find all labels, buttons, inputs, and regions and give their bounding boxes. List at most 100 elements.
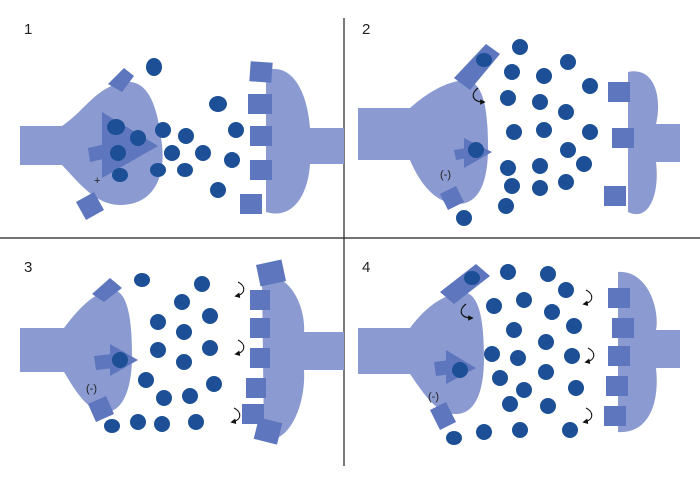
- molecule: [209, 96, 227, 112]
- postsynaptic-receptor: [608, 346, 630, 366]
- curved-arrow-icon: [582, 289, 593, 306]
- presynaptic-terminal: [358, 80, 488, 204]
- molecule: [110, 145, 126, 161]
- molecule: [512, 39, 528, 55]
- curved-arrow-icon: [234, 339, 245, 356]
- neurotransmitter-molecules: [446, 264, 584, 445]
- postsynaptic-receptor: [242, 404, 264, 424]
- molecule: [177, 163, 193, 177]
- postsynaptic-terminal: [618, 271, 680, 433]
- postsynaptic-receptor: [608, 288, 630, 308]
- postsynaptic-receptor: [606, 376, 628, 396]
- autoreceptor: [430, 402, 456, 430]
- molecule: [134, 273, 150, 287]
- molecule: [568, 380, 584, 396]
- presynaptic-terminal: [358, 292, 484, 414]
- neurotransmitter-molecules: [456, 39, 598, 226]
- molecule: [498, 198, 514, 214]
- molecule: [476, 424, 492, 440]
- postsynaptic-receptor: [250, 160, 272, 180]
- molecule: [516, 382, 532, 398]
- panel-number: 1: [24, 21, 32, 38]
- molecule: [484, 346, 500, 362]
- autoreceptor: [76, 192, 104, 220]
- postsynaptic-receptor: [250, 126, 272, 146]
- autoreceptor: [454, 44, 500, 90]
- postsynaptic-receptor: [250, 290, 270, 310]
- molecule: [155, 122, 171, 138]
- molecule: [188, 414, 204, 430]
- molecule: [150, 163, 166, 177]
- molecule: [130, 414, 146, 430]
- sign-label: +: [94, 175, 100, 187]
- molecule: [558, 174, 574, 190]
- molecule: [500, 160, 516, 176]
- molecule: [468, 142, 484, 158]
- molecule: [164, 145, 180, 161]
- molecule: [150, 314, 166, 330]
- molecule: [532, 180, 548, 196]
- molecule: [504, 64, 520, 80]
- molecule: [130, 130, 146, 146]
- curved-arrow-icon: [460, 303, 474, 321]
- sign-label: (-): [86, 383, 97, 395]
- molecule: [154, 416, 170, 432]
- postsynaptic-receptor: [255, 259, 287, 287]
- molecule: [176, 354, 192, 370]
- postsynaptic-receptor: [608, 82, 630, 102]
- molecule: [536, 68, 552, 84]
- postsynaptic-receptor: [604, 186, 626, 206]
- molecule: [500, 90, 516, 106]
- molecule: [112, 168, 128, 182]
- postsynaptic-receptor: [250, 318, 270, 338]
- molecule: [452, 362, 468, 378]
- postsynaptic-receptor: [253, 417, 283, 445]
- molecule: [560, 54, 576, 70]
- molecule: [576, 156, 592, 172]
- curved-arrow-icon: [234, 281, 245, 298]
- molecule: [582, 124, 598, 140]
- molecule: [512, 422, 528, 438]
- postsynaptic-receptor: [612, 318, 634, 338]
- molecule: [107, 119, 125, 135]
- receptor-notch: [88, 144, 108, 162]
- panel-number: 4: [362, 259, 370, 276]
- presynaptic-terminal: [20, 290, 132, 412]
- sign-label: (-): [428, 391, 439, 403]
- autoreceptor: [108, 68, 134, 92]
- panel-4: 4 (-): [358, 259, 680, 445]
- molecule: [560, 142, 576, 158]
- autoreceptor: [88, 396, 114, 422]
- molecule: [538, 364, 554, 380]
- molecule: [174, 294, 190, 310]
- molecule: [456, 210, 472, 226]
- molecule: [224, 152, 240, 168]
- molecule: [492, 370, 508, 386]
- neurotransmitter-molecules: [107, 58, 244, 198]
- panel-2: 2 (-): [358, 21, 680, 226]
- molecule: [104, 419, 120, 433]
- molecule: [536, 122, 552, 138]
- curved-arrow-icon: [472, 87, 486, 105]
- postsynaptic-receptor: [612, 128, 634, 148]
- curved-arrow-icon: [582, 407, 593, 424]
- postsynaptic-receptor: [604, 406, 626, 426]
- molecule: [538, 334, 554, 350]
- molecule: [195, 145, 211, 161]
- molecule: [506, 322, 522, 338]
- molecule: [464, 271, 480, 285]
- molecule: [446, 431, 462, 445]
- molecule: [516, 292, 532, 308]
- sign-label: (-): [440, 169, 451, 181]
- molecule: [564, 348, 580, 364]
- neurotransmitter-molecules: [104, 273, 222, 433]
- receptor-notch: [94, 354, 114, 370]
- molecule: [540, 398, 556, 414]
- autoreceptor: [440, 186, 464, 210]
- molecule: [194, 276, 210, 292]
- postsynaptic-terminal: [266, 68, 344, 214]
- molecule: [532, 158, 548, 174]
- postsynaptic-receptor: [240, 194, 262, 214]
- postsynaptic-receptor: [250, 348, 270, 368]
- molecule: [476, 53, 492, 67]
